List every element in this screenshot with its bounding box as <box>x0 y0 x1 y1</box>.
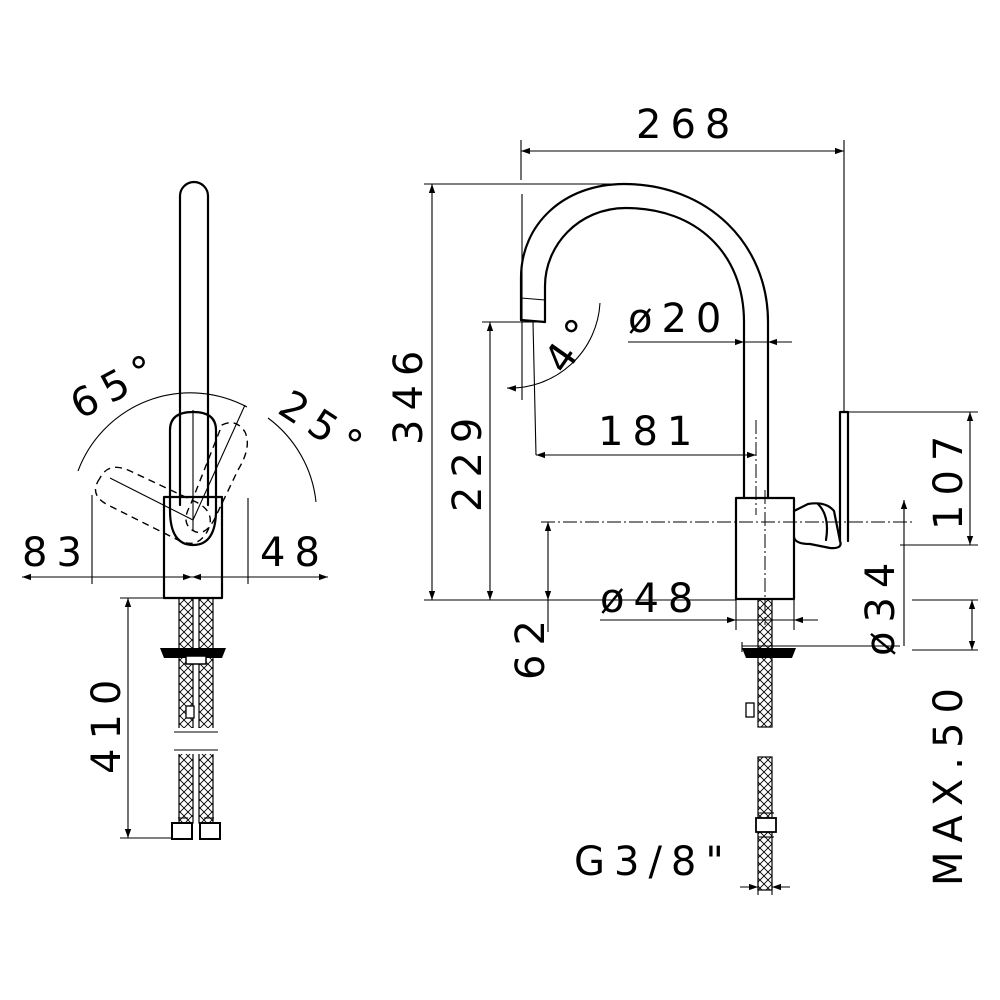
side-view <box>22 180 328 840</box>
dim-max50: MAX.50 <box>926 679 972 886</box>
dim-268: 268 <box>636 102 739 148</box>
dim-229: 229 <box>445 409 491 512</box>
dim-4deg-arc <box>506 302 601 392</box>
dim-g38: G3/8" <box>574 839 733 885</box>
front-fitting <box>755 817 777 833</box>
dim-83: 83 <box>22 530 91 576</box>
front-lever <box>792 502 842 550</box>
dim-181: 181 <box>598 409 701 455</box>
dim-107: 107 <box>926 427 972 530</box>
dim-o48: ø48 <box>600 576 702 622</box>
front-spout <box>519 182 770 500</box>
front-view <box>424 140 978 895</box>
dim-346: 346 <box>386 342 432 445</box>
dim-o20: ø20 <box>628 296 730 342</box>
side-clamp <box>160 648 226 658</box>
dim-48: 48 <box>260 530 329 576</box>
side-arc-65 <box>77 392 248 472</box>
dim-65deg: 65° <box>63 342 171 429</box>
side-hose-right <box>198 597 214 824</box>
dim-410: 410 <box>84 671 130 774</box>
side-fitting-left <box>171 822 193 840</box>
side-fitting-right <box>199 822 221 840</box>
side-arc-25 <box>267 417 317 503</box>
dim-25deg: 25° <box>271 382 378 474</box>
front-shank <box>757 598 773 728</box>
side-lever-ghost-left <box>94 466 211 544</box>
dim-o34: ø34 <box>858 554 904 656</box>
dim-62: 62 <box>508 611 554 680</box>
side-spout <box>178 180 210 507</box>
front-clamp <box>742 648 796 658</box>
side-lever-ghost-right <box>185 422 248 534</box>
